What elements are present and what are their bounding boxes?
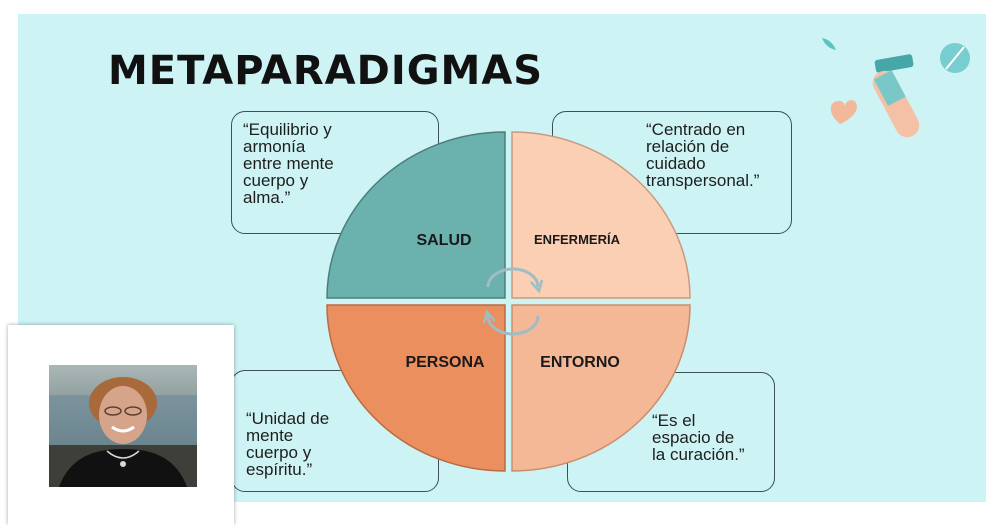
salud-quadrant <box>326 131 506 299</box>
entorno-definition-text: “Es el espacio de la curación.” <box>652 411 745 464</box>
medical-decoration <box>822 38 970 138</box>
persona-label: PERSONA <box>405 354 485 371</box>
portrait-frame <box>8 325 234 525</box>
leaf-icon <box>822 38 836 50</box>
enfermeria-label: ENFERMERÍA <box>534 232 621 247</box>
heart-icon <box>830 100 857 124</box>
portrait-photo <box>49 365 197 487</box>
pill-icon <box>940 43 970 73</box>
entorno-quadrant <box>511 304 691 472</box>
salud-label: SALUD <box>416 232 471 249</box>
salud-definition-text: “Equilibrio y armonía entre mente cuerpo… <box>243 120 334 207</box>
slide-title: METAPARADIGMAS <box>108 48 544 94</box>
persona-definition-text: “Unidad de mente cuerpo y espíritu.” <box>246 409 330 479</box>
test-tube-icon <box>872 54 920 138</box>
cycle-arrows-icon <box>482 267 544 336</box>
enfermeria-quadrant <box>511 131 691 299</box>
enfermeria-definition-text: “Centrado en relación de cuidado transpe… <box>646 120 760 190</box>
entorno-label: ENTORNO <box>540 354 620 371</box>
persona-quadrant <box>326 304 506 472</box>
